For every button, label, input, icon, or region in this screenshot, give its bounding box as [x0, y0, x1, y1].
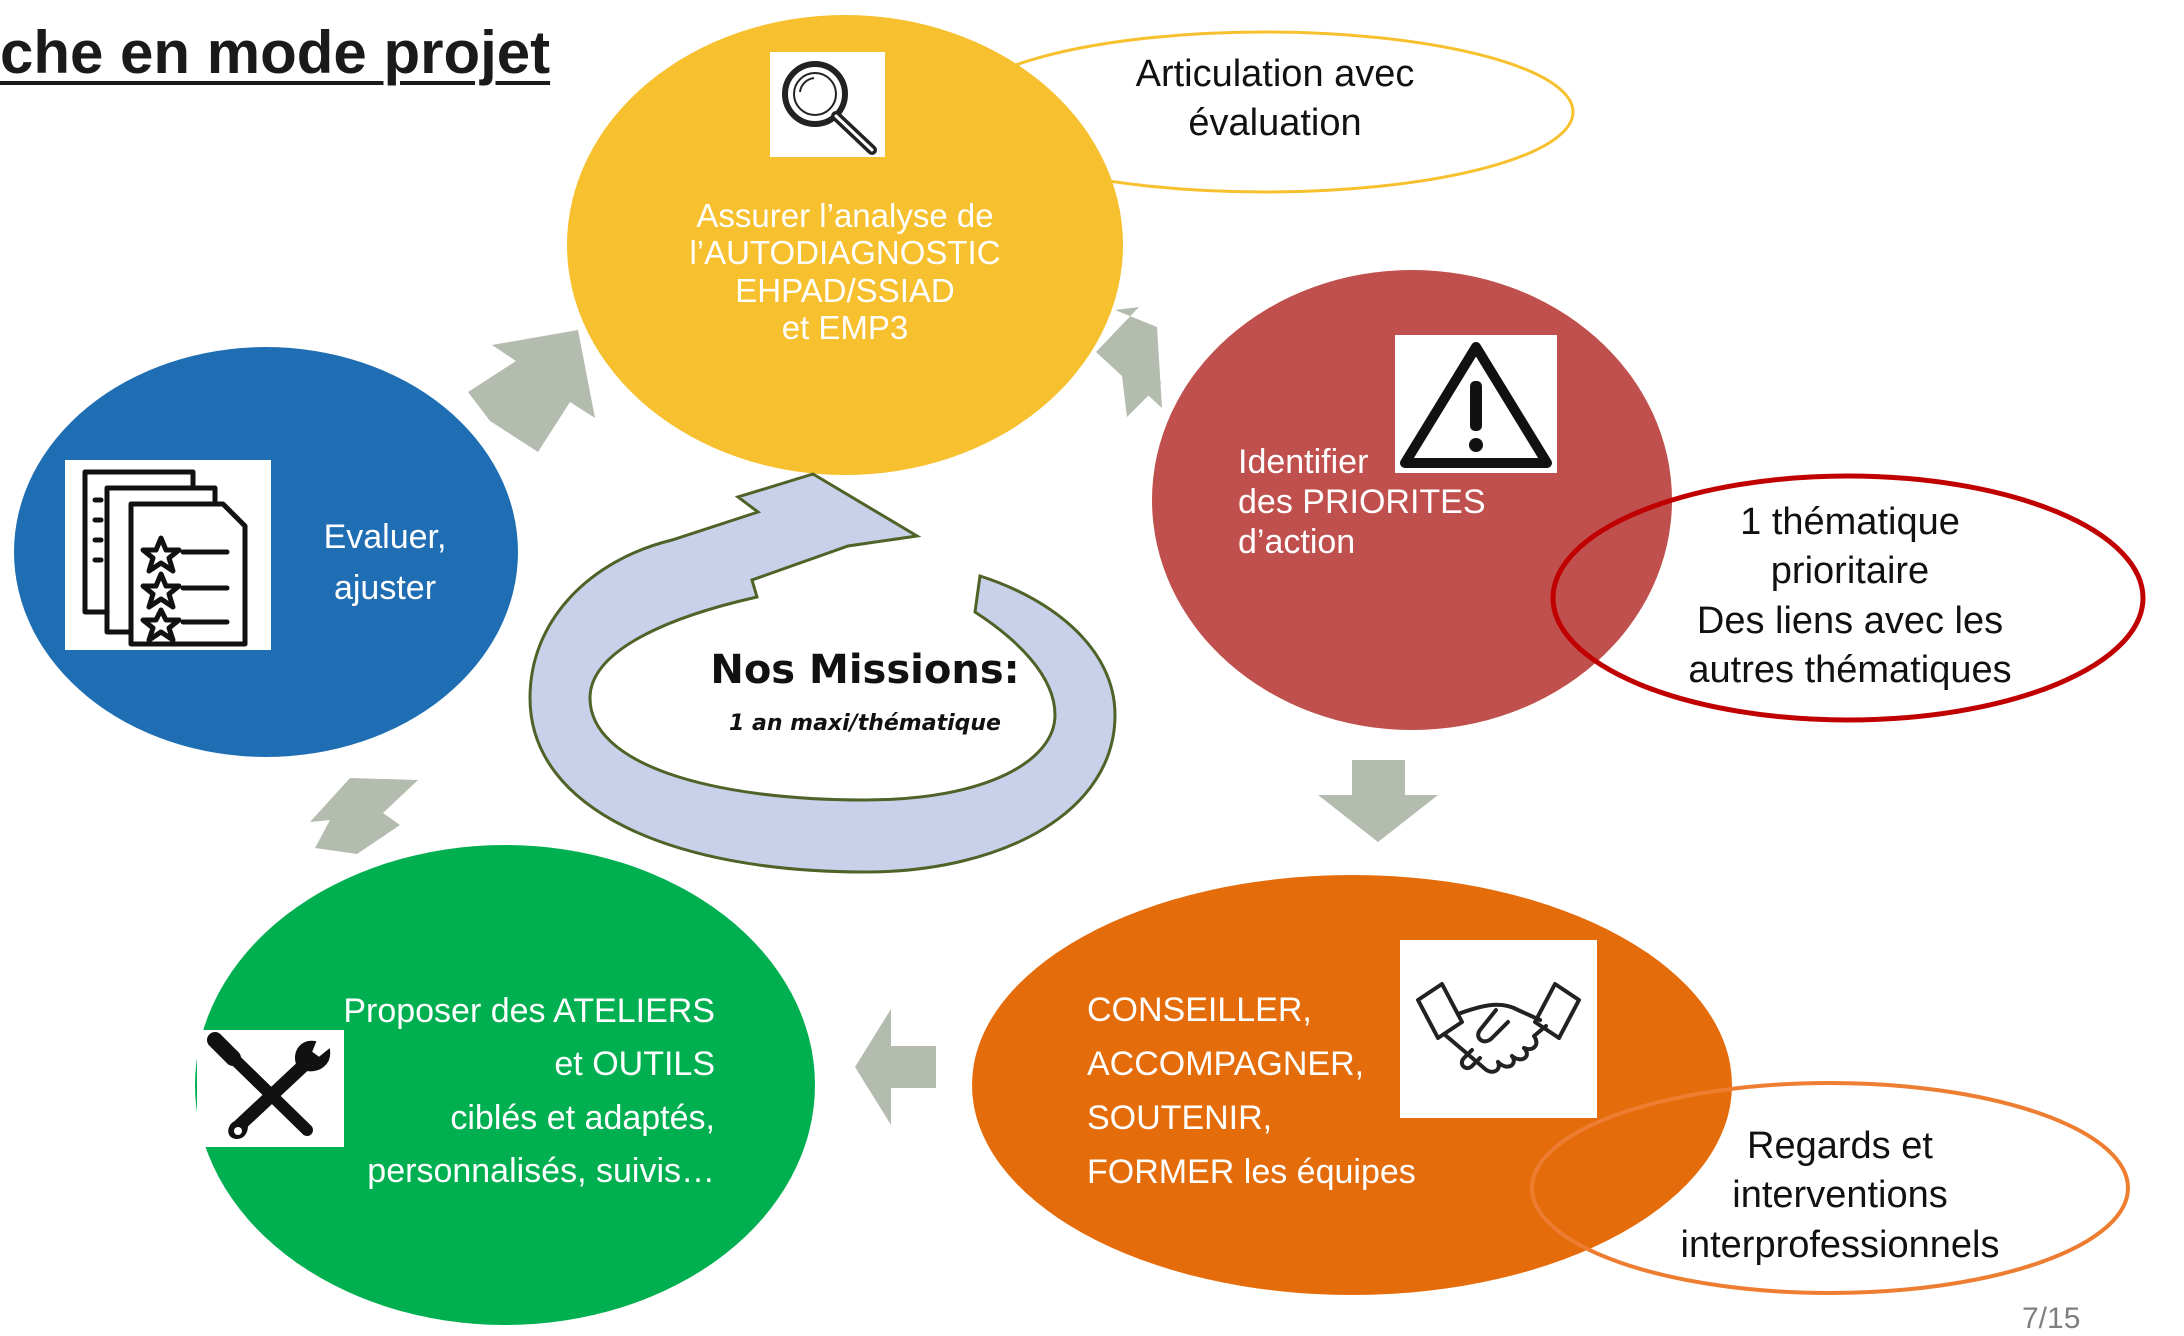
documents-icon	[65, 460, 271, 650]
handshake-icon	[1400, 940, 1597, 1118]
node-analyse-text: Assurer l’analyse de l’AUTODIAGNOSTIC EH…	[689, 197, 1001, 346]
callout-regards-text: Regards et interventions interprofession…	[1680, 1125, 2000, 1266]
node-ateliers-ellipse	[195, 845, 815, 1325]
tools-icon	[197, 1030, 344, 1147]
center-cycle-arrow	[528, 472, 1117, 874]
arrow-conseiller-to-ateliers	[855, 1009, 936, 1125]
node-evaluer-text: Evaluer, ajuster	[323, 518, 447, 607]
magnifier-icon	[770, 52, 885, 157]
node-priorites-text: Identifier des PRIORITES d’action	[1238, 443, 1486, 561]
callout-evaluation-text: Articulation avec évaluation	[1135, 53, 1415, 145]
arrow-ateliers-to-evaluer	[310, 778, 418, 854]
warning-icon	[1395, 335, 1557, 473]
arrow-priorites-to-conseiller	[1318, 760, 1438, 842]
callout-evaluation-ellipse	[955, 30, 1575, 194]
node-ateliers-text: Proposer des ATELIERS et OUTILS ciblés e…	[343, 992, 715, 1191]
page-number: 7/15	[2022, 1302, 2081, 1335]
center-subheading: 1 an maxi/thématique	[729, 711, 1001, 736]
arrow-evaluer-to-analyse	[468, 330, 595, 452]
callout-thematique-ellipse	[1550, 473, 2146, 723]
callout-regards-ellipse	[1530, 1081, 2130, 1295]
node-analyse-ellipse	[567, 15, 1123, 475]
arrow-analyse-to-priorites	[1096, 307, 1162, 417]
page-title: che en mode projet	[0, 19, 551, 86]
callout-thematique-text: 1 thématique prioritaire Des liens avec …	[1688, 501, 2012, 692]
node-conseiller-text: CONSEILLER, ACCOMPAGNER, SOUTENIR, FORME…	[1087, 991, 1416, 1192]
center-heading: Nos Missions:	[710, 647, 1020, 693]
